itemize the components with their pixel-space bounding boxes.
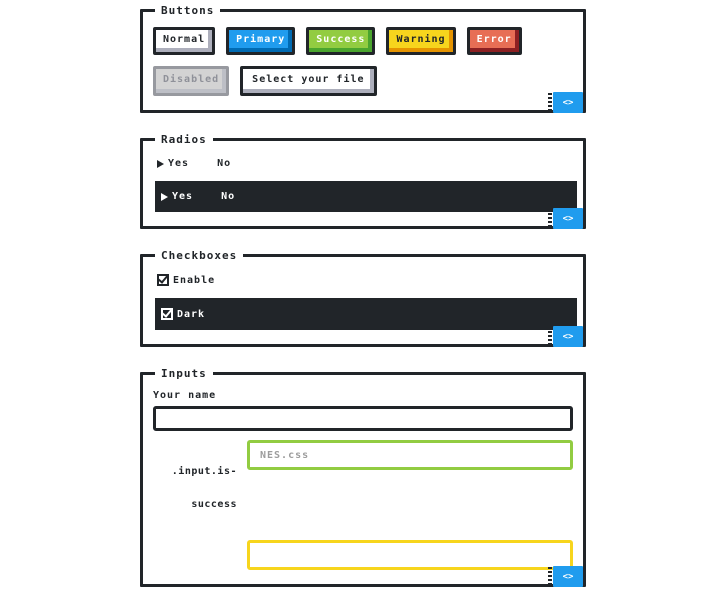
checked-checkbox-icon	[157, 274, 169, 286]
buttons-section-title: Buttons	[161, 4, 215, 17]
success-input-label: .input.is- success	[153, 440, 237, 532]
radio-yes-light[interactable]: Yes	[157, 158, 189, 169]
radio-selected-icon	[161, 192, 168, 201]
show-code-button[interactable]: <>	[548, 92, 583, 113]
warning-input-row	[153, 540, 573, 570]
file-select-button[interactable]: Select your file	[240, 66, 377, 96]
checked-checkbox-icon	[161, 308, 173, 320]
warning-input-label	[153, 540, 237, 544]
inputs-section: Inputs Your name .input.is- success <>	[140, 367, 586, 587]
show-code-button[interactable]: <>	[548, 208, 583, 229]
radio-no-light[interactable]: No	[217, 158, 231, 169]
checkboxes-row-light: Enable	[153, 268, 573, 292]
checkbox-label: Enable	[173, 274, 216, 286]
success-button[interactable]: Success	[306, 27, 376, 55]
inputs-section-title: Inputs	[161, 367, 207, 380]
radios-section-title: Radios	[161, 133, 207, 146]
show-code-button[interactable]: <>	[548, 326, 583, 347]
checkbox-dark[interactable]: Dark	[161, 308, 205, 320]
disabled-button: Disabled	[153, 66, 230, 96]
checkboxes-row-dark: Dark	[155, 298, 577, 330]
radio-selected-icon	[157, 159, 164, 168]
warning-button[interactable]: Warning	[386, 27, 456, 55]
buttons-row-2: Disabled Select your file	[153, 66, 573, 96]
success-input-label-line1: .input.is-	[171, 466, 237, 477]
radios-row-dark: Yes No	[155, 181, 577, 212]
checkbox-label: Dark	[177, 308, 206, 320]
success-input-row: .input.is- success	[153, 440, 573, 532]
radio-label: Yes	[172, 191, 194, 202]
your-name-label: Your name	[153, 390, 217, 401]
success-input[interactable]	[247, 440, 573, 470]
checkboxes-section-title: Checkboxes	[161, 249, 238, 262]
buttons-section: Buttons Normal Primary Success Warning E…	[140, 4, 586, 113]
radio-no-dark[interactable]: No	[221, 191, 235, 202]
radio-label: Yes	[168, 158, 190, 169]
nes-css-demo-page: Buttons Normal Primary Success Warning E…	[140, 4, 586, 607]
checkboxes-section: Checkboxes Enable Dark <>	[140, 249, 586, 347]
buttons-row-1: Normal Primary Success Warning Error	[153, 27, 573, 55]
warning-input[interactable]	[247, 540, 573, 570]
normal-button[interactable]: Normal	[153, 27, 216, 55]
show-code-button[interactable]: <>	[548, 566, 583, 587]
radio-label: No	[217, 158, 232, 169]
primary-button[interactable]: Primary	[226, 27, 296, 55]
error-button[interactable]: Error	[466, 27, 522, 55]
radios-row-light: Yes No	[153, 152, 573, 175]
radio-label: No	[221, 191, 236, 202]
radio-yes-dark[interactable]: Yes	[161, 191, 193, 202]
success-input-label-line2: success	[191, 499, 237, 510]
radios-section: Radios Yes No Yes No <>	[140, 133, 586, 229]
your-name-input[interactable]	[153, 406, 573, 431]
checkbox-enable[interactable]: Enable	[157, 274, 215, 286]
